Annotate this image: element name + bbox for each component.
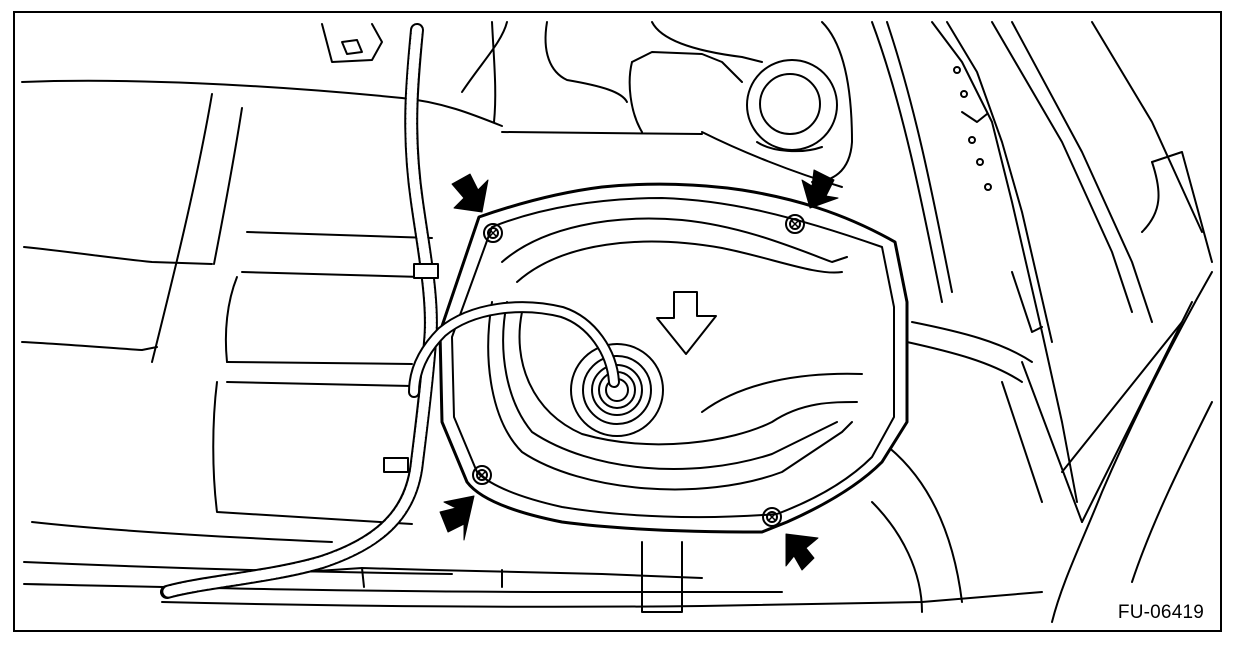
screw-icon: [472, 465, 492, 485]
figure-code: FU-06419: [1117, 602, 1204, 623]
down-arrow-icon: [656, 291, 717, 355]
screw-icon: [483, 223, 503, 243]
fuel-pump-cover-illustration: [21, 21, 1213, 623]
body-panel-lines: [21, 21, 1043, 613]
fuel-hose: [408, 301, 620, 398]
arrow-icon: [451, 173, 489, 213]
service-hole-cover: [438, 182, 909, 534]
diagram-frame: FU-06419: [13, 11, 1222, 632]
arrow-icon: [801, 169, 839, 209]
arrow-icon: [439, 495, 475, 541]
filler-boss: [746, 59, 838, 153]
side-frame-lines: [871, 21, 1213, 623]
wiring-harness: [160, 23, 439, 599]
arrow-icon: [785, 533, 819, 571]
screw-icon: [785, 214, 805, 234]
screw-icon: [762, 507, 782, 527]
